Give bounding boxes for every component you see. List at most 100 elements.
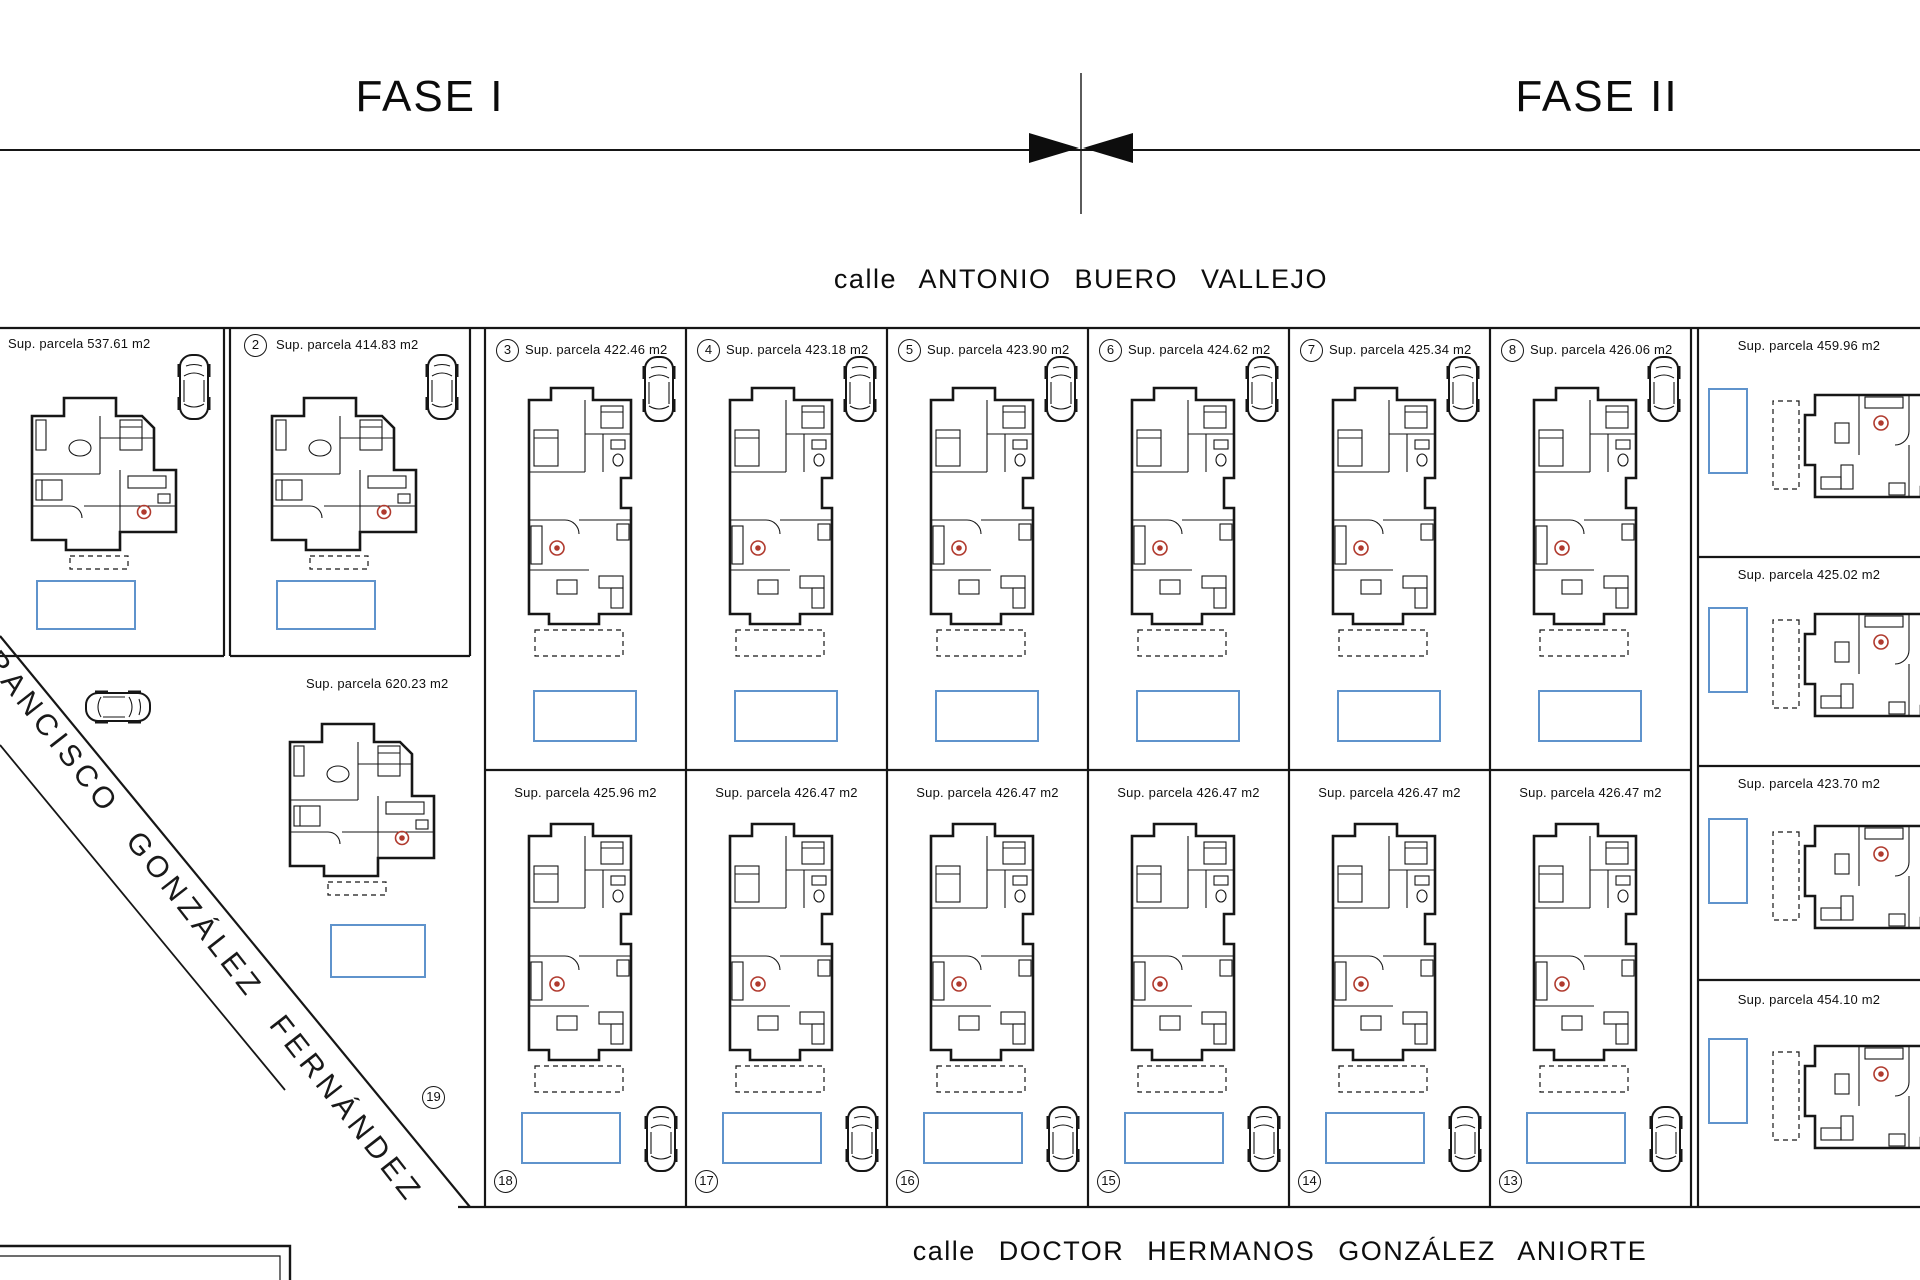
house-floor-plan — [1331, 386, 1437, 658]
house-floor-plan — [1130, 386, 1236, 658]
car-icon — [844, 1106, 880, 1172]
legend-box-partial — [0, 1244, 292, 1280]
parcel-4: 4 Sup. parcela 423.18 m2 — [686, 328, 887, 770]
phase-label-fase2: FASE II — [1515, 72, 1679, 121]
house-floor-plan — [527, 386, 633, 658]
parcel-area-label: Sup. parcela 423.18 m2 — [726, 342, 869, 357]
house-floor-plan — [1771, 393, 1920, 499]
parcel-number-badge: 16 — [896, 1170, 919, 1193]
parcel-7: 7 Sup. parcela 425.34 m2 — [1289, 328, 1490, 770]
car-icon — [1648, 1106, 1684, 1172]
house-floor-plan — [270, 396, 418, 571]
parcel-area-label: Sup. parcela 425.34 m2 — [1329, 342, 1472, 357]
pool — [1136, 690, 1240, 742]
house-floor-plan — [728, 822, 834, 1094]
parcel-area-label: Sup. parcela 454.10 m2 — [1737, 992, 1881, 1007]
parcel-boundaries — [0, 326, 1920, 1209]
car-icon — [1045, 1106, 1081, 1172]
house-floor-plan — [1532, 386, 1638, 658]
parcel-number-badge: 5 — [898, 339, 921, 362]
parcel-number-badge: 17 — [695, 1170, 718, 1193]
street-label-top: calle ANTONIO BUERO VALLEJO — [833, 264, 1329, 294]
street-label-bottom: calle DOCTOR HERMANOS GONZÁLEZ ANIORTE — [912, 1236, 1648, 1266]
parcel-area-label: Sup. parcela 426.47 m2 — [1117, 785, 1260, 800]
parcel-area-label: Sup. parcela 423.70 m2 — [1737, 776, 1881, 791]
parcel-area-label: Sup. parcela 414.83 m2 — [276, 337, 419, 352]
car-icon — [424, 354, 460, 420]
pool — [1708, 388, 1748, 474]
parcel-area-label: Sup. parcela 426.06 m2 — [1530, 342, 1673, 357]
parcel-number-badge: 4 — [697, 339, 720, 362]
parcel-area-label: Sup. parcela 459.96 m2 — [1737, 338, 1881, 353]
parcel-pr2: Sup. parcela 425.02 m2 — [1698, 557, 1920, 766]
parcel-area-label: Sup. parcela 424.62 m2 — [1128, 342, 1271, 357]
parcel-5: 5 Sup. parcela 423.90 m2 — [887, 328, 1088, 770]
parcel-area-label: Sup. parcela 425.96 m2 — [514, 785, 657, 800]
parcel-15: 15 Sup. parcela 426.47 m2 — [1088, 770, 1289, 1207]
pool — [276, 580, 376, 630]
pool — [521, 1112, 621, 1164]
house-floor-plan — [1771, 612, 1920, 718]
street-divider-lines — [0, 73, 1920, 214]
house-floor-plan — [1130, 822, 1236, 1094]
parcel-8: 8 Sup. parcela 426.06 m2 — [1490, 328, 1691, 770]
parcel-area-label: Sup. parcela 426.47 m2 — [1519, 785, 1662, 800]
parcel-area-label: Sup. parcela 426.47 m2 — [715, 785, 858, 800]
pool — [935, 690, 1039, 742]
pool — [1708, 607, 1748, 693]
parcel-area-label: Sup. parcela 537.61 m2 — [8, 336, 151, 351]
parcel-number-badge: 18 — [494, 1170, 517, 1193]
house-floor-plan — [728, 386, 834, 658]
parcel-area-label: Sup. parcela 425.02 m2 — [1737, 567, 1881, 582]
car-icon — [842, 356, 878, 422]
car-icon — [1445, 356, 1481, 422]
phase-label-fase1: FASE I — [355, 72, 505, 121]
parcel-16: 16 Sup. parcela 426.47 m2 — [887, 770, 1088, 1207]
parcel-pr4: Sup. parcela 454.10 m2 — [1698, 980, 1920, 1207]
parcel-14: 14 Sup. parcela 426.47 m2 — [1289, 770, 1490, 1207]
parcel-number-badge: 15 — [1097, 1170, 1120, 1193]
parcel-area-label: Sup. parcela 423.90 m2 — [927, 342, 1070, 357]
parcel-number-badge: 8 — [1501, 339, 1524, 362]
parcel-pr1: Sup. parcela 459.96 m2 — [1698, 328, 1920, 557]
pool — [734, 690, 838, 742]
pool — [722, 1112, 822, 1164]
parcel-area-label: Sup. parcela 426.47 m2 — [1318, 785, 1461, 800]
car-icon — [176, 354, 212, 420]
parcel-number-badge: 7 — [1300, 339, 1323, 362]
parcel-number-badge: 14 — [1298, 1170, 1321, 1193]
car-icon — [85, 689, 151, 725]
parcel-13: 13 Sup. parcela 426.47 m2 — [1490, 770, 1691, 1207]
diagonal-street-edges — [0, 635, 471, 1208]
car-icon — [1646, 356, 1682, 422]
parcel-2: 2 Sup. parcela 414.83 m2 — [230, 328, 470, 656]
car-icon — [1043, 356, 1079, 422]
pool — [1325, 1112, 1425, 1164]
house-floor-plan — [1771, 1044, 1920, 1150]
parcel-area-label: Sup. parcela 426.47 m2 — [916, 785, 1059, 800]
house-floor-plan — [1331, 822, 1437, 1094]
car-icon — [1246, 1106, 1282, 1172]
house-floor-plan — [1532, 822, 1638, 1094]
parcel-18: 18 Sup. parcela 425.96 m2 — [485, 770, 686, 1207]
parcel-area-label: Sup. parcela 422.46 m2 — [525, 342, 668, 357]
parcel-number-badge: 2 — [244, 334, 267, 357]
parcel-pr3: Sup. parcela 423.70 m2 — [1698, 766, 1920, 980]
parcel-p1: Sup. parcela 537.61 m2 — [0, 328, 224, 656]
pool — [1708, 818, 1748, 904]
pool — [1708, 1038, 1748, 1124]
pool — [923, 1112, 1023, 1164]
house-floor-plan — [929, 822, 1035, 1094]
parcel-number-badge: 13 — [1499, 1170, 1522, 1193]
car-icon — [641, 356, 677, 422]
pool — [1337, 690, 1441, 742]
house-floor-plan — [1771, 824, 1920, 930]
pool — [36, 580, 136, 630]
phase-divider-marker — [1029, 133, 1133, 163]
car-icon — [1447, 1106, 1483, 1172]
parcel-17: 17 Sup. parcela 426.47 m2 — [686, 770, 887, 1207]
